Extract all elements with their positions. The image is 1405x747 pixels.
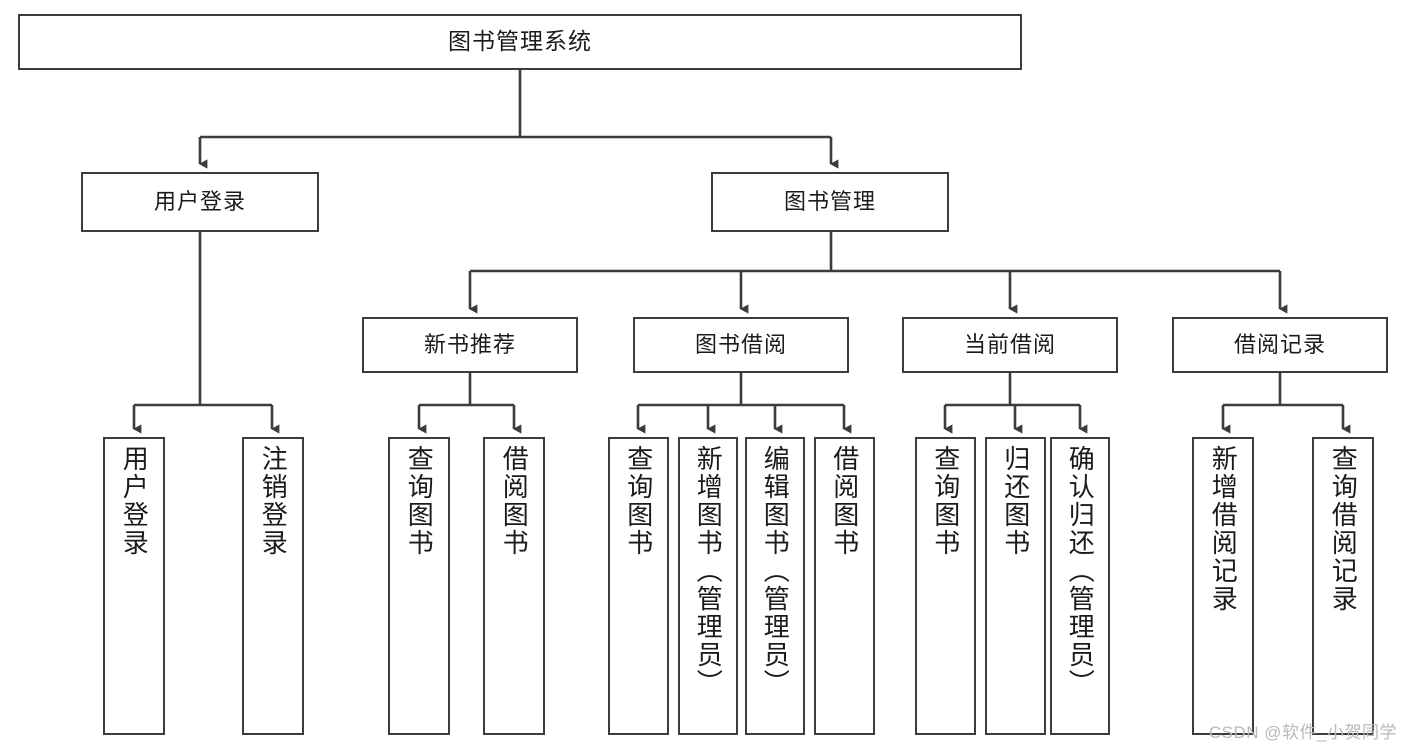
leaf-label: 查询图书: [404, 445, 435, 557]
node-level3-current-borrow[interactable]: 当前借阅: [902, 317, 1118, 373]
leaf-edit-book-admin[interactable]: 编辑图书（管理员）: [745, 437, 805, 735]
leaf-add-borrow-record[interactable]: 新增借阅记录: [1192, 437, 1254, 735]
node-label: 借阅记录: [1233, 331, 1326, 357]
node-label: 新书推荐: [423, 331, 516, 357]
leaf-label: 借阅图书: [499, 445, 530, 557]
leaf-label: 新增图书（管理员）: [693, 445, 724, 697]
leaf-label: 确认归还（管理员）: [1065, 445, 1096, 697]
leaf-borrow-book-recommend[interactable]: 借阅图书: [483, 437, 545, 735]
leaf-borrow-book[interactable]: 借阅图书: [814, 437, 875, 735]
node-label: 用户登录: [153, 188, 246, 214]
leaf-query-book-borrow[interactable]: 查询图书: [608, 437, 669, 735]
leaf-logout[interactable]: 注销登录: [242, 437, 304, 735]
node-level3-new-book-recommend[interactable]: 新书推荐: [362, 317, 578, 373]
leaf-return-book[interactable]: 归还图书: [985, 437, 1046, 735]
leaf-label: 借阅图书: [829, 445, 860, 557]
leaf-label: 新增借阅记录: [1208, 445, 1239, 613]
leaf-label: 注销登录: [258, 445, 289, 557]
node-level3-borrow-records[interactable]: 借阅记录: [1172, 317, 1388, 373]
leaf-label: 用户登录: [119, 445, 150, 557]
node-level3-book-borrow[interactable]: 图书借阅: [633, 317, 849, 373]
leaf-label: 查询借阅记录: [1328, 445, 1359, 613]
leaf-query-book-recommend[interactable]: 查询图书: [388, 437, 450, 735]
node-label: 当前借阅: [963, 331, 1056, 357]
leaf-user-login[interactable]: 用户登录: [103, 437, 165, 735]
leaf-confirm-return-admin[interactable]: 确认归还（管理员）: [1050, 437, 1110, 735]
leaf-label: 查询图书: [930, 445, 961, 557]
node-level2-book-management[interactable]: 图书管理: [711, 172, 949, 232]
leaf-label: 查询图书: [623, 445, 654, 557]
node-label: 图书借阅: [694, 331, 787, 357]
node-root-label: 图书管理系统: [448, 28, 592, 55]
csdn-watermark: CSDN @软件_小贺同学: [1208, 723, 1397, 742]
node-label: 图书管理: [783, 188, 876, 214]
leaf-add-book-admin[interactable]: 新增图书（管理员）: [678, 437, 738, 735]
node-level2-user-login[interactable]: 用户登录: [81, 172, 319, 232]
leaf-label: 编辑图书（管理员）: [760, 445, 791, 697]
leaf-label: 归还图书: [1000, 445, 1031, 557]
leaf-query-borrow-record[interactable]: 查询借阅记录: [1312, 437, 1374, 735]
leaf-query-book-current[interactable]: 查询图书: [915, 437, 976, 735]
node-root[interactable]: 图书管理系统: [18, 14, 1022, 70]
